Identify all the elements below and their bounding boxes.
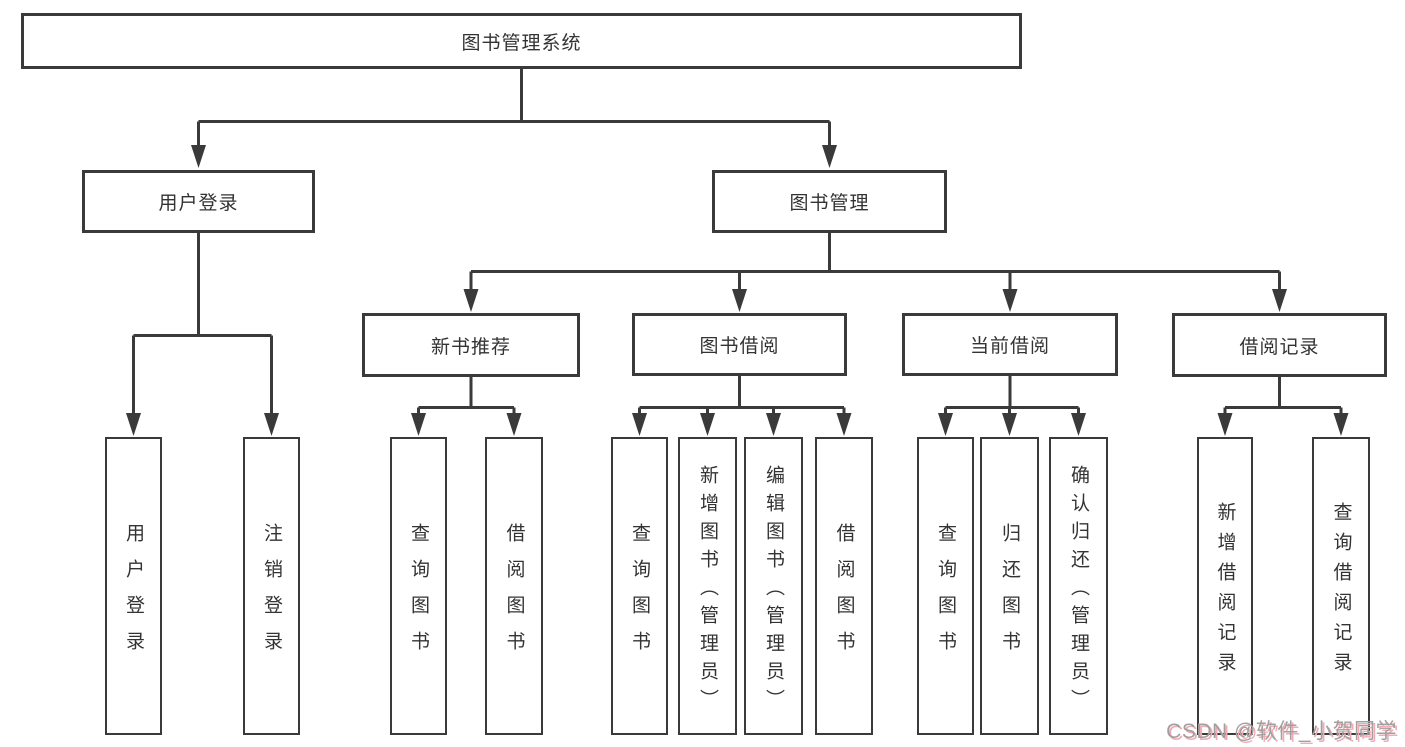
connector-current-borrowing-to-leaves — [938, 376, 1086, 436]
leaf-edit-book-admin-label: 编辑图书（管理员） — [763, 464, 784, 717]
leaf-confirm-return-admin: 确认归还（管理员） — [1049, 437, 1108, 735]
leaf-edit-book-admin: 编辑图书（管理员） — [744, 437, 803, 735]
arrow-down-icon — [822, 145, 837, 168]
arrow-down-icon — [632, 413, 647, 436]
arrow-down-icon — [411, 413, 426, 436]
watermark: CSDN @软件_小贺同学 — [1166, 720, 1397, 743]
leaf-add-book-admin: 新增图书（管理员） — [678, 437, 737, 735]
arrow-down-icon — [1272, 289, 1287, 312]
leaf-borrow-books-borrowing-label: 借阅图书 — [833, 522, 855, 667]
node-user-login: 用户登录 — [82, 170, 315, 233]
node-root-label: 图书管理系统 — [461, 32, 582, 54]
node-book-management-label: 图书管理 — [789, 193, 870, 214]
node-borrowing-records-label: 借阅记录 — [1239, 336, 1320, 358]
leaf-query-books-borrowing-label: 查询图书 — [629, 522, 650, 667]
leaf-logout-label: 注销登录 — [261, 522, 282, 667]
leaf-query-books-current: 查询图书 — [917, 437, 974, 735]
arrow-down-icon — [732, 289, 747, 312]
connector-user-login-to-leaves — [126, 233, 279, 436]
leaf-query-books-current-label: 查询图书 — [935, 522, 956, 667]
node-user-login-label: 用户登录 — [158, 193, 239, 214]
leaf-logout: 注销登录 — [243, 437, 300, 735]
leaf-borrow-books-recommend-label: 借阅图书 — [503, 522, 525, 667]
connector-borrowing-records-to-leaves — [1217, 377, 1349, 436]
connector-book-management-to-level3 — [463, 233, 1287, 312]
arrow-down-icon — [836, 413, 852, 436]
connector-root-to-level2 — [191, 69, 837, 168]
node-root: 图书管理系统 — [21, 13, 1022, 69]
leaf-add-borrow-record: 新增借阅记录 — [1197, 437, 1253, 735]
leaf-return-book-label: 归还图书 — [999, 522, 1020, 667]
arrow-down-icon — [1217, 413, 1233, 436]
arrow-down-icon — [1333, 413, 1349, 436]
node-new-book-recommendation-label: 新书推荐 — [430, 336, 511, 358]
connector-new-book-to-leaves — [411, 377, 522, 436]
node-new-book-recommendation: 新书推荐 — [362, 313, 580, 377]
leaf-add-book-admin-label: 新增图书（管理员） — [697, 464, 718, 717]
leaf-return-book: 归还图书 — [980, 437, 1039, 735]
arrow-down-icon — [938, 413, 953, 436]
arrow-down-icon — [1071, 413, 1086, 436]
leaf-borrow-books-recommend: 借阅图书 — [485, 437, 543, 735]
leaf-confirm-return-admin-label: 确认归还（管理员） — [1068, 464, 1089, 717]
arrow-down-icon — [191, 145, 206, 168]
arrow-down-icon — [1002, 289, 1018, 312]
node-current-borrowing: 当前借阅 — [902, 313, 1118, 376]
leaf-query-books-recommend: 查询图书 — [390, 437, 447, 735]
leaf-borrow-books-borrowing: 借阅图书 — [815, 437, 873, 735]
arrow-down-icon — [463, 289, 479, 312]
node-book-borrowing-label: 图书借阅 — [699, 336, 780, 357]
leaf-query-books-borrowing: 查询图书 — [611, 437, 668, 735]
leaf-user-login: 用户登录 — [105, 437, 162, 735]
arrow-down-icon — [1002, 413, 1017, 436]
leaf-query-books-recommend-label: 查询图书 — [408, 522, 429, 667]
connector-book-borrowing-to-leaves — [632, 376, 852, 436]
arrow-down-icon — [700, 413, 715, 436]
leaf-add-borrow-record-label: 新增借阅记录 — [1214, 501, 1236, 682]
node-borrowing-records: 借阅记录 — [1172, 313, 1387, 377]
arrow-down-icon — [766, 413, 781, 436]
node-book-borrowing: 图书借阅 — [632, 313, 847, 376]
node-current-borrowing-label: 当前借阅 — [969, 336, 1050, 357]
arrow-down-icon — [506, 413, 522, 436]
arrow-down-icon — [264, 413, 279, 436]
leaf-query-borrow-record: 查询借阅记录 — [1312, 437, 1370, 735]
arrow-down-icon — [126, 413, 141, 436]
node-book-management: 图书管理 — [712, 170, 947, 233]
leaf-query-borrow-record-label: 查询借阅记录 — [1330, 501, 1352, 682]
leaf-user-login-label: 用户登录 — [123, 522, 144, 667]
